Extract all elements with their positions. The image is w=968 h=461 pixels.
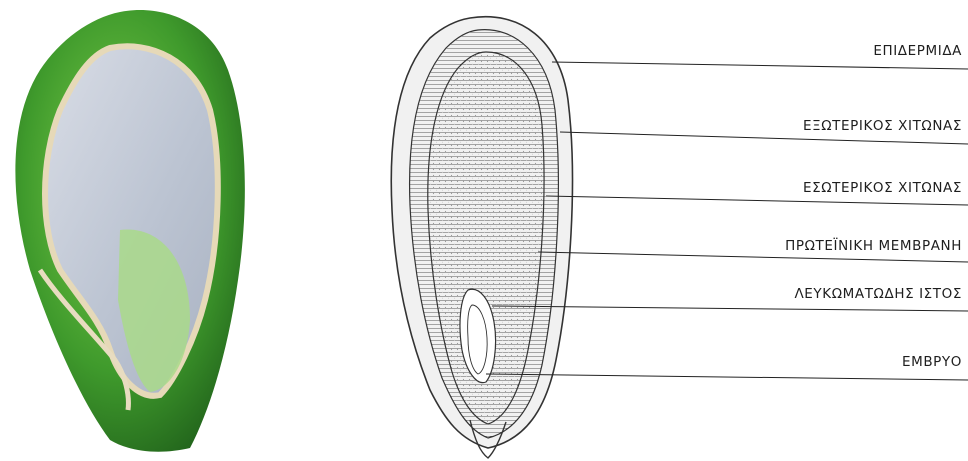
label-albuminous-tissue: ΛΕΥΚΩΜΑΤΩΔΗΣ ΙΣΤΟΣ bbox=[794, 286, 962, 302]
leader-line-1 bbox=[552, 62, 968, 69]
leader-line-3 bbox=[546, 196, 968, 205]
label-outer-coat: ΕΞΩΤΕΡΙΚΟΣ ΧΙΤΩΝΑΣ bbox=[803, 118, 962, 134]
label-protein-membrane: ΠΡΩΤΕΪΝΙΚΗ ΜΕΜΒΡΑΝΗ bbox=[785, 238, 962, 254]
label-epidermis: ΕΠΙΔΕΡΜΙΔΑ bbox=[873, 43, 962, 59]
label-inner-coat: ΕΣΩΤΕΡΙΚΟΣ ΧΙΤΩΝΑΣ bbox=[803, 180, 962, 196]
leader-line-6 bbox=[486, 374, 968, 380]
label-embryo: ΕΜΒΡΥΟ bbox=[902, 354, 962, 370]
